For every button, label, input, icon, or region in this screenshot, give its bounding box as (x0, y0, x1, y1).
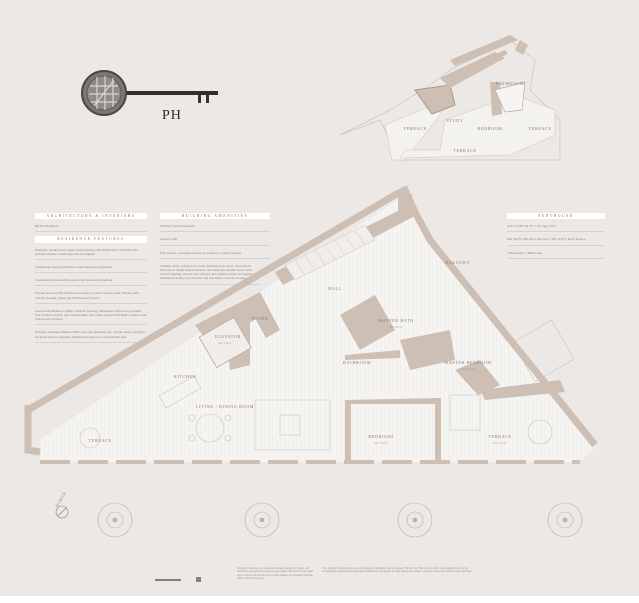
living-dining-label: LIVING / DINING ROOM (196, 404, 254, 409)
residence-features-header: Residence Features (35, 236, 147, 243)
tree-icon (244, 502, 280, 538)
bathroom-label: BATHROOM (343, 360, 371, 365)
feature-item: Powder Room richly finished in custom co… (35, 290, 147, 304)
north-label: NORTH (54, 491, 67, 508)
feature-item: Elegantly detailed Gil Cameo stone kitch… (35, 247, 147, 261)
terrace-west-label: TERRACE (88, 438, 111, 443)
upper-terrace-south-label: TERRACE (453, 148, 476, 153)
amenity-item: Full-service concierge services provided… (160, 250, 270, 259)
penthouse-header: Penthouse (507, 213, 605, 220)
feature-item: Seamlessly integrated kitchen with Gagge… (35, 264, 147, 274)
amenity-item: 24 Hour Virtual Doorman (160, 223, 270, 233)
key-logo (81, 70, 218, 116)
room-dimension: ▪▪'▪▪" x ▪▪'▪▪" (389, 326, 403, 329)
upper-bathroom-label: BATHROOM (496, 81, 524, 86)
penthouse-key-title: PH (162, 108, 182, 123)
amenity-item: Storage Unit (160, 236, 270, 246)
foyer-label: FOYER (252, 316, 269, 321)
architect-logo (155, 579, 181, 581)
terrace-east-label: TERRACE (488, 434, 511, 439)
elevator-label: ELEVATOR (215, 334, 241, 339)
north-arrow-icon: NORTH (54, 491, 69, 519)
upper-level-plan: BATHROOM STUDY BEDROOM TERRACE TERRACE T… (339, 35, 561, 161)
penthouse-line: 3 Bedrooms, 3 Bathrooms (507, 250, 605, 259)
balcony-label: BALCONY (446, 260, 470, 265)
kitchen-label: KITCHEN (174, 374, 197, 379)
amenity-item: Striking lobby, softened by richly detai… (160, 263, 260, 285)
footer-disclaimer-left: This plan is intended as a representatio… (237, 567, 314, 580)
master-bedroom-label: MASTER BEDROOM (444, 360, 491, 365)
penthouse-section: Penthouse Area: 2,583 SQ. FT. • Storage … (507, 213, 605, 263)
architecture-item: BKSK Architects (35, 223, 147, 233)
architecture-header: Architecture & Interiors (35, 213, 147, 220)
feature-item: Expertly developed Master Bathroom with … (35, 329, 147, 343)
amenities-section: Building Amenities 24 Hour Virtual Doorm… (160, 213, 270, 289)
room-dimension: ▪▪'▪▪" x ▪▪'▪▪" (218, 342, 232, 345)
tree-icon (97, 502, 133, 538)
penthouse-line: 602 SQ.FT. 6th Floor Terraces • 405 SQ.F… (507, 236, 605, 246)
equal-housing-icon (196, 577, 201, 582)
room-dimension: ▪▪'▪▪" x ▪▪'▪▪" (461, 368, 475, 371)
tree-icon (547, 502, 583, 538)
upper-terrace-west-label: TERRACE (403, 126, 426, 131)
architecture-section: Architecture & Interiors BKSK Architects… (35, 213, 147, 347)
tree-icon (397, 502, 433, 538)
room-dimension: ▪▪'▪▪" x ▪▪'▪▪" (493, 442, 507, 445)
feature-item: Guest bath finished in Bianco Marble flo… (35, 308, 147, 326)
bedroom-label: BEDROOM (368, 434, 393, 439)
footer-disclaimer-right: The complete offering terms are in an of… (322, 567, 472, 574)
feature-item: Sustainably harvested European Oak floor… (35, 277, 147, 287)
penthouse-line: Area: 2,583 SQ. FT. • Storage Unit • (507, 223, 605, 233)
upper-terrace-east-label: TERRACE (528, 126, 551, 131)
upper-bedroom-label: BEDROOM (477, 126, 502, 131)
upper-study-label: STUDY (447, 118, 464, 123)
amenities-header: Building Amenities (160, 213, 270, 220)
main-floor-plan: ELEVATOR FOYER HALL MASTER BATH BALCONY … (24, 185, 598, 538)
master-bath-label: MASTER BATH (378, 318, 414, 323)
hall-label: HALL (328, 286, 342, 291)
room-dimension: ▪▪'▪▪" x ▪▪'▪▪" (374, 442, 388, 445)
